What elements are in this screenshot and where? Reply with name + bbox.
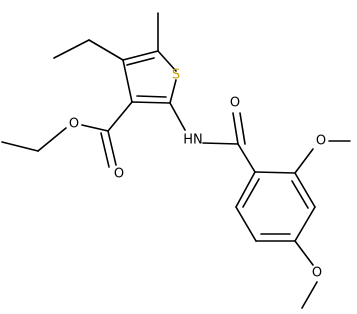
amide-nh-label: HN: [183, 133, 203, 148]
bond-c2-nh: [169, 102, 186, 131]
bond-ring-3-4: [294, 206, 316, 242]
bond-c3-c2: [131, 101, 171, 104]
methoxy-4-oxygen-label: O: [312, 266, 322, 281]
bond-ring-2-3-double: [291, 180, 309, 209]
bond-c3-carbonyl: [107, 101, 133, 132]
bond-ethyl-ch2-ch3: [53, 39, 90, 59]
bond-carbonyl-alkoxy: [81, 124, 109, 132]
bond-ring-6-1: [235, 171, 256, 208]
bonds: [1, 12, 351, 309]
amide-oxygen-label: O: [230, 96, 240, 111]
bond-c4-ethyl-ch2: [88, 39, 124, 61]
bond-amide-c-o-a: [232, 112, 239, 145]
bond-carbonyl-o-b: [100, 132, 110, 168]
ester-carbonyl-oxygen-label: O: [114, 167, 124, 182]
bond-c5-c4: [122, 50, 159, 61]
bond-ring-6-1-double: [242, 178, 260, 208]
bond-ring-2-3: [294, 172, 316, 208]
bond-c3-c2-double: [136, 95, 167, 98]
bond-carbonyl-o-a: [107, 130, 117, 166]
ester-alkoxy-oxygen-label: O: [69, 117, 79, 132]
bond-amide-c-ring: [237, 143, 256, 173]
bond-ring-o-4: [294, 240, 314, 266]
bond-o-4-methyl: [301, 281, 318, 309]
bond-c5-c4-double: [126, 57, 155, 66]
methoxy-2-oxygen-label: O: [316, 134, 326, 149]
bond-alkoxy-ch2: [37, 127, 67, 152]
bond-nh-amide-c: [202, 142, 239, 145]
sulfur-atom-label: S: [172, 68, 180, 83]
bond-ring-1-2: [254, 171, 296, 174]
bond-c2-s: [169, 79, 177, 104]
bond-ester-ch2-ch3: [1, 141, 39, 152]
bond-ring-5-6: [235, 206, 257, 242]
atom-labels: S HN O O O O O: [69, 68, 326, 281]
bond-ring-o-2: [294, 148, 314, 174]
bond-s-c5: [157, 50, 177, 72]
bond-c4-c3: [122, 59, 133, 103]
bond-amide-c-o-b: [239, 112, 246, 145]
